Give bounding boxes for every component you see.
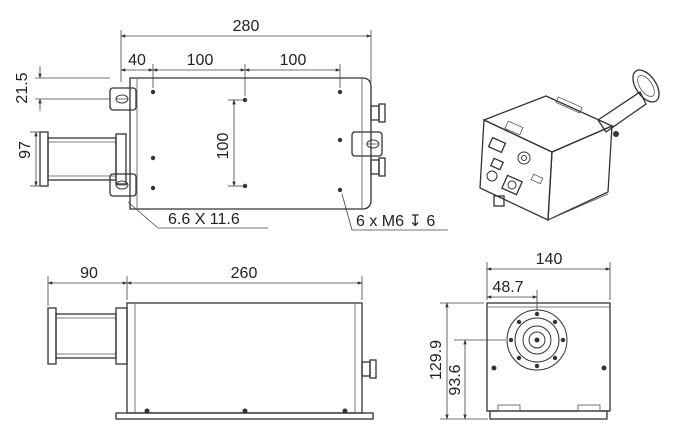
dim-side-height: 129.9 <box>428 340 445 380</box>
tapped-holes <box>150 89 343 193</box>
front-view: 90 260 <box>47 265 377 420</box>
dim-left-height: 97 <box>17 141 34 159</box>
dim-top-seg-3: 100 <box>280 52 307 69</box>
front-view-body <box>126 302 363 414</box>
side-view: 140 48.7 129.9 93.6 <box>428 251 611 420</box>
dim-side-width: 140 <box>536 251 563 268</box>
dim-side-center-height: 93.6 <box>447 364 464 395</box>
isometric-view <box>479 69 660 222</box>
dim-left-offset: 21.5 <box>14 72 31 103</box>
flange-tube-top-view <box>39 131 127 187</box>
dim-top-seg-2: 100 <box>187 52 214 69</box>
top-view-plate <box>129 77 372 210</box>
mounting-ear-bottom <box>109 173 137 197</box>
side-view-body <box>486 302 611 412</box>
top-view: 280 40 100 100 21.5 97 100 6.6 X 11.6 6 … <box>14 18 448 231</box>
mounting-ear-top <box>109 87 137 111</box>
tap-spec-note: 6 x M6 ↧ 6 <box>356 213 435 230</box>
slot-spec-note: 6.6 X 11.6 <box>168 211 240 228</box>
dim-hole-pitch-vertical: 100 <box>215 133 232 160</box>
dim-front-flange-length: 90 <box>80 265 98 282</box>
dim-side-offset: 48.7 <box>492 279 523 296</box>
dim-top-seg-1: 40 <box>128 52 146 69</box>
dim-top-length: 280 <box>233 18 260 35</box>
right-connectors <box>351 103 386 177</box>
dim-front-body-length: 260 <box>231 265 258 282</box>
